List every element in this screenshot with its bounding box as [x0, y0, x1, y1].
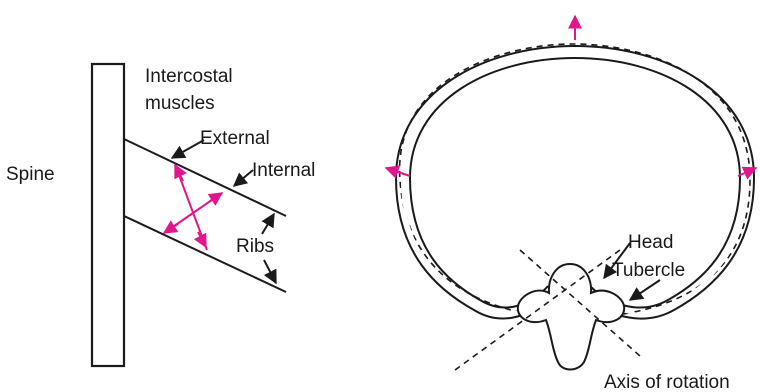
axis-of-rotation-label: Axis of rotation [604, 372, 730, 392]
ribs-label: Ribs [236, 236, 274, 257]
expansion-arrow-left [386, 168, 410, 176]
rib-rotation-diagram: Head Tubercle Axis of rotation [386, 16, 756, 392]
head-label: Head [628, 232, 673, 253]
intercostal-diagram: Spine Intercostal muscles External Inter… [6, 64, 315, 366]
external-fiber [176, 167, 207, 250]
external-pointer [172, 140, 204, 158]
tubercle-pointer [630, 280, 660, 300]
intercostal-title-line2: muscles [145, 93, 215, 114]
internal-fiber-arrow-lower [164, 224, 178, 233]
ribs-pointer-lower [264, 260, 276, 283]
external-label: External [200, 128, 270, 149]
intercostal-title-line1: Intercostal [145, 66, 233, 87]
ribs-pointer-upper [262, 214, 274, 234]
vertebra [518, 264, 624, 370]
internal-label: Internal [252, 160, 315, 181]
internal-fiber-arrow-upper [210, 193, 222, 201]
internal-pointer [234, 170, 253, 186]
spine-bar [92, 64, 124, 366]
tubercle-label: Tubercle [612, 260, 685, 281]
spine-label: Spine [6, 164, 55, 185]
